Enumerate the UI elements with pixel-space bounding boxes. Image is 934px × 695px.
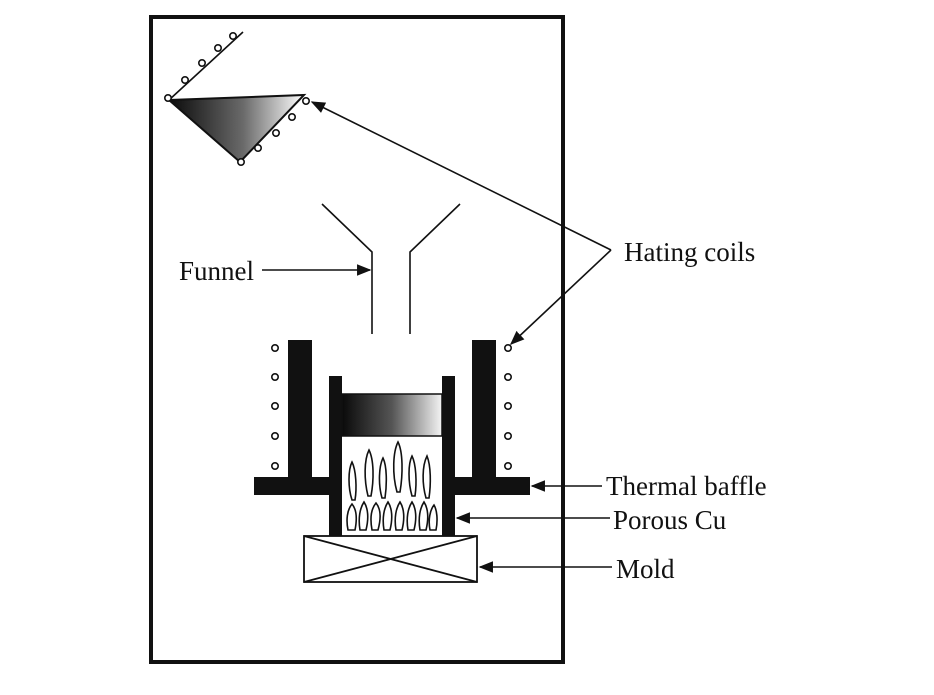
heater-wall-right <box>472 340 496 480</box>
label-mold: Mold <box>616 554 675 584</box>
chamber-frame <box>149 15 565 664</box>
mold-box <box>303 535 478 583</box>
funnel <box>321 203 461 334</box>
melt-ladle <box>166 93 307 164</box>
ladle-coils-top <box>164 31 238 103</box>
heating-coils-arrow-upper <box>310 101 612 251</box>
heater-coils-left <box>270 343 279 470</box>
porous-cu-structure <box>346 438 438 535</box>
pouring-crucible <box>164 31 310 167</box>
thermal-baffle-right <box>455 477 530 495</box>
label-thermal-baffle: Thermal baffle <box>606 471 767 501</box>
label-porous-cu: Porous Cu <box>613 505 727 535</box>
thermal-baffle-left <box>254 477 329 495</box>
crucible-wall-left <box>329 376 342 536</box>
heating-coils-arrow-lower <box>509 249 612 345</box>
melt-pool <box>341 393 443 437</box>
label-heating-coils: Hating coils <box>624 237 755 267</box>
ladle-rim <box>168 31 244 101</box>
crucible-wall-right <box>442 376 455 536</box>
ladle-coils-side <box>237 97 310 167</box>
heater-wall-left <box>288 340 312 480</box>
leader-lines <box>262 101 612 573</box>
heater-coils-right <box>503 343 512 470</box>
label-funnel: Funnel <box>179 256 254 286</box>
